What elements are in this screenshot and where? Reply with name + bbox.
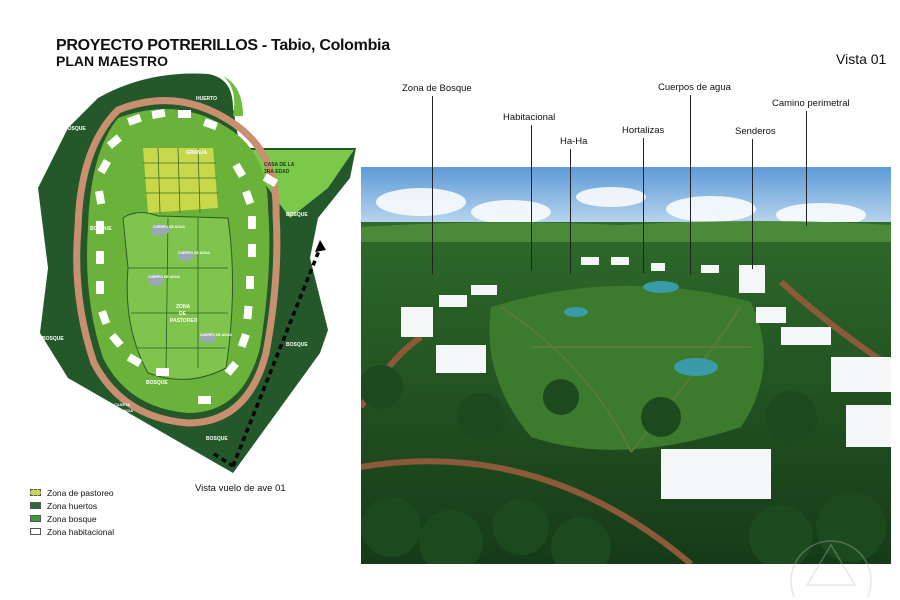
label-bosque-sw: BOSQUE	[42, 336, 64, 342]
legend: Zona de pastoreo Zona huertos Zona bosqu…	[30, 486, 114, 538]
label-caseta-2: VIGILANCIA	[110, 408, 133, 413]
leader-habitacional	[531, 125, 532, 270]
label-bosque-se: BOSQUE	[286, 342, 308, 348]
legend-item-huertos: Zona huertos	[30, 499, 114, 512]
legend-item-habitacional: Zona habitacional	[30, 525, 114, 538]
label-cuerpo-agua-4: CUERPO DE AGUA	[200, 333, 232, 337]
label-cuerpo-agua-2: CUERPO DE AGUA	[178, 251, 210, 255]
legend-item-pastoreo: Zona de pastoreo	[30, 486, 114, 499]
label-granja: GRANJA	[186, 150, 208, 156]
leader-ha-ha	[570, 149, 571, 274]
legend-item-bosque: Zona bosque	[30, 512, 114, 525]
label-bosque-s: BOSQUE	[146, 380, 168, 386]
houses	[95, 108, 279, 404]
leader-senderos	[752, 139, 753, 269]
page-subtitle: PLAN MAESTRO	[56, 53, 168, 69]
label-bosque-nw: BOSQUE	[64, 126, 86, 132]
label-bosque-s2: BOSQUE	[206, 436, 228, 442]
flight-view-label: Vista vuelo de ave 01	[195, 483, 286, 494]
callout-zona-bosque: Zona de Bosque	[402, 83, 472, 94]
callout-habitacional: Habitacional	[503, 112, 556, 123]
leader-cuerpos-agua	[690, 95, 691, 275]
label-caseta-1: CASETA	[114, 402, 130, 407]
callout-cuerpos-agua: Cuerpos de agua	[658, 82, 731, 93]
callout-hortalizas: Hortalizas	[622, 125, 665, 136]
label-zona-pastoreo-2: DE	[179, 311, 187, 317]
legend-swatch-pastoreo	[30, 489, 41, 496]
label-casa-tercera-edad-2: 3RA EDAD	[264, 169, 290, 175]
legend-swatch-bosque	[30, 515, 41, 522]
view-label: Vista 01	[836, 51, 887, 67]
callout-ha-ha: Ha-Ha	[560, 136, 588, 147]
label-huerto: HUERTO	[196, 96, 217, 102]
page-title: PROYECTO POTRERILLOS - Tabio, Colombia	[56, 37, 390, 54]
master-plan-map: BOSQUE HUERTO GRANJA CASA DE LA 3RA EDAD…	[38, 73, 356, 473]
callout-senderos: Senderos	[735, 126, 776, 137]
legend-swatch-huertos	[30, 502, 41, 509]
label-bosque-e: BOSQUE	[286, 212, 308, 218]
pasture-zone	[122, 212, 234, 380]
label-cuerpo-agua-1: CUERPO DE AGUA	[153, 225, 185, 229]
label-zona-pastoreo-3: PASTOREO	[170, 318, 198, 324]
label-casa-tercera-edad-1: CASA DE LA	[264, 162, 295, 168]
label-bosque-w: BOSQUE	[90, 226, 112, 232]
flight-view-indicator	[213, 247, 322, 468]
leader-zona-bosque	[432, 96, 433, 274]
leader-camino-perimetral	[806, 111, 807, 226]
watermark-logo-icon	[790, 540, 872, 597]
callout-camino-perimetral: Camino perimetral	[772, 98, 850, 109]
leader-hortalizas	[643, 138, 644, 273]
aerial-render-view	[361, 167, 891, 564]
orchard-zone	[143, 148, 218, 213]
label-zona-pastoreo-1: ZONA	[176, 304, 191, 310]
water-bodies	[148, 224, 216, 343]
perimeter-path	[73, 97, 281, 427]
label-cuerpo-agua-3: CUERPO DE AGUA	[148, 275, 180, 279]
legend-swatch-habitacional	[30, 528, 41, 535]
